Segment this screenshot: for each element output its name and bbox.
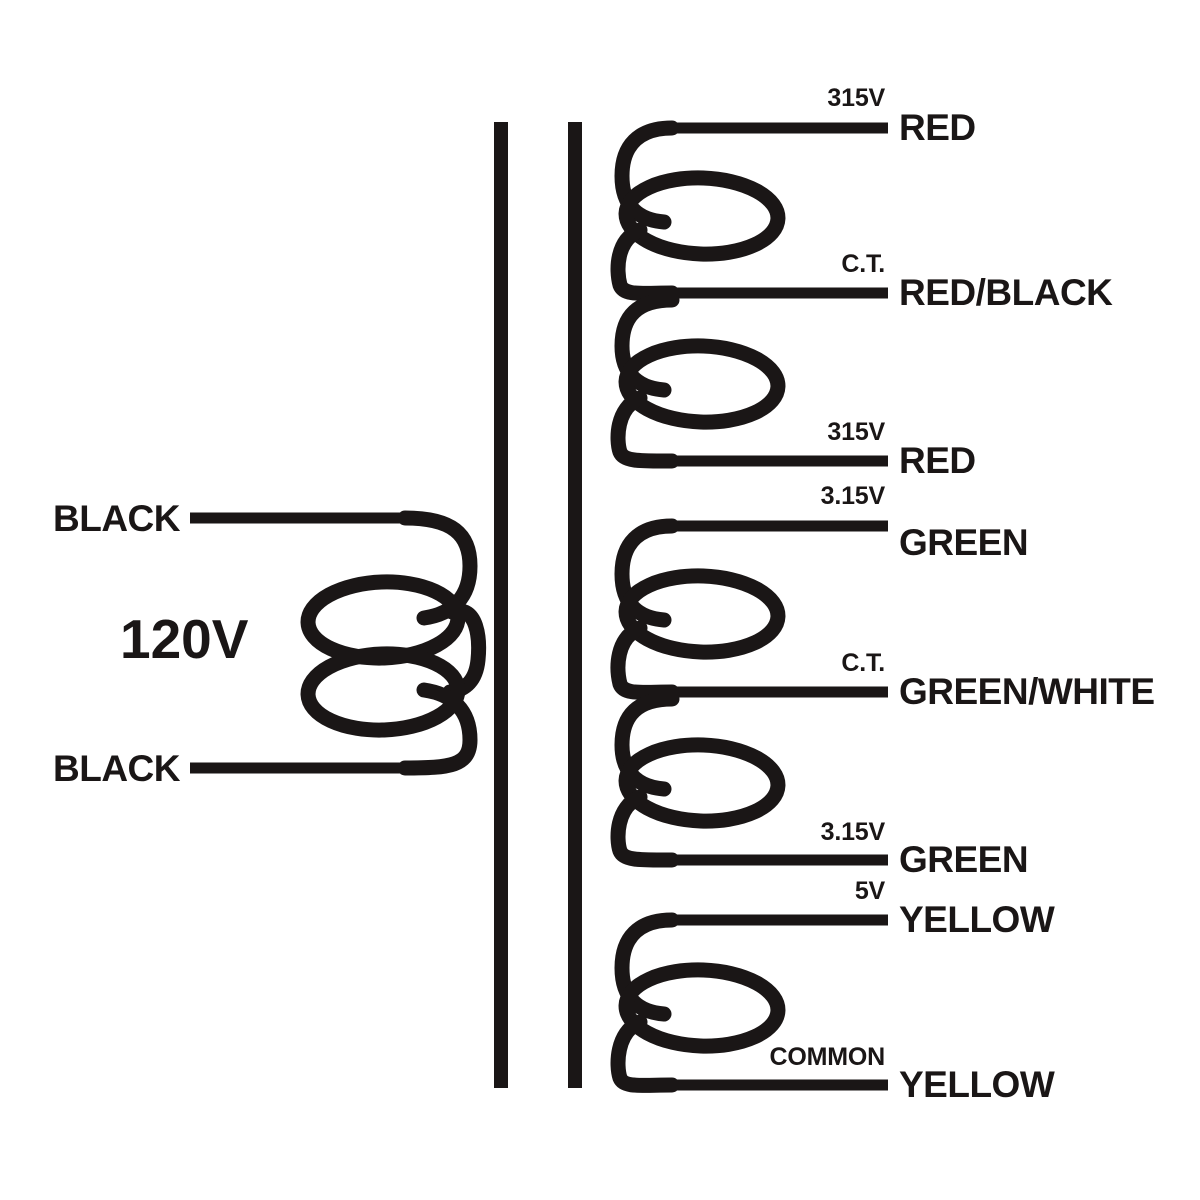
yellow-common-volt-label: COMMON [769,1043,886,1071]
yellow-secondary-coil [610,912,786,1093]
green-lead-2-volt-label: 3.15V [820,818,886,846]
hv-lead-2-volt-label: 315V [827,418,885,446]
hv-lead-2-color-label: RED [899,440,976,481]
hv-secondary-coil [610,120,786,469]
green-center-tap-volt-label: C.T. [841,649,885,677]
primary-voltage-label: 120V [120,608,249,670]
yellow-lead-1-color-label: YELLOW [899,899,1055,940]
hv-center-tap-volt-label: C.T. [841,250,885,278]
green-lead-2-color-label: GREEN [899,839,1029,880]
hv-center-tap-color-label: RED/BLACK [899,272,1113,313]
core-bar-right [568,122,582,1088]
green-lead-1-color-label: GREEN [899,522,1029,563]
green-lead-1-volt-label: 3.15V [820,482,886,510]
primary-coil [300,510,487,776]
hv-lead-1-volt-label: 315V [827,84,885,112]
green-secondary-coil [610,518,786,868]
primary-lead-bottom-label: BLACK [53,748,180,789]
yellow-common-color-label: YELLOW [899,1064,1055,1105]
yellow-lead-1-volt-label: 5V [854,877,885,905]
core-bar-left [494,122,508,1088]
primary-lead-top-label: BLACK [53,498,180,539]
hv-lead-1-color-label: RED [899,107,976,148]
green-center-tap-color-label: GREEN/WHITE [899,671,1155,712]
